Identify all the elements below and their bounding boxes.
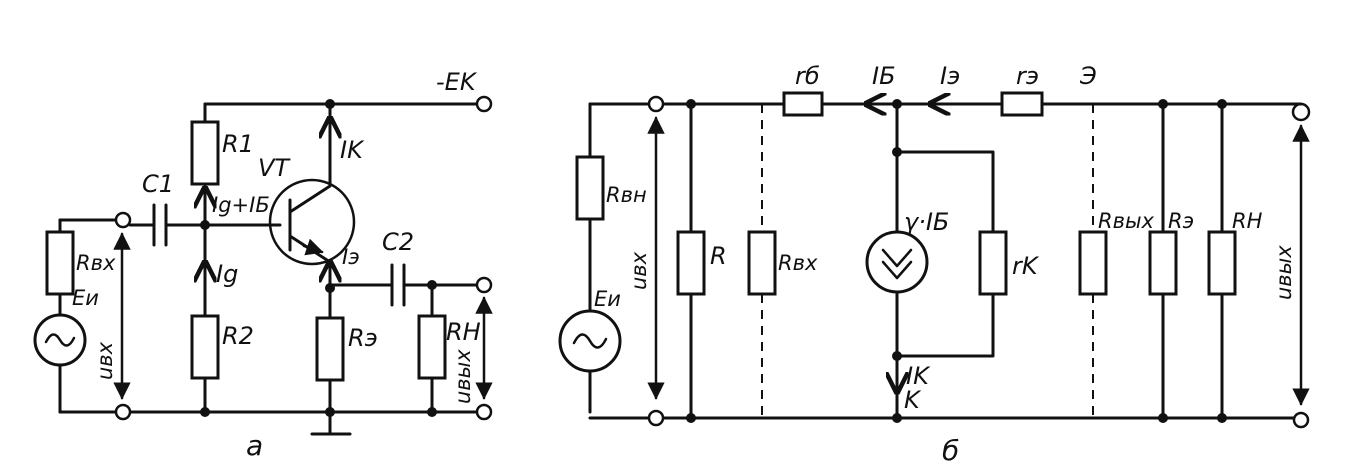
rload-label-a: RН xyxy=(446,318,481,346)
node-collector xyxy=(325,99,335,109)
source-label-b: Eи xyxy=(594,287,621,311)
rload-label-b: RН xyxy=(1232,209,1263,233)
divider-current-label: Ig xyxy=(216,260,238,288)
r-bias-label: R xyxy=(710,242,727,270)
re-label-b2: Rэ xyxy=(1168,209,1194,233)
transistor-label: VT xyxy=(258,154,291,182)
emitter-arrow-icon xyxy=(302,238,324,256)
output-terminal-bottom xyxy=(475,403,493,421)
uout-label-a: uвых xyxy=(451,349,475,404)
double-chevron-icon xyxy=(881,248,913,280)
emitter-node-label: Э xyxy=(1079,62,1097,90)
c2-label: C2 xyxy=(382,228,414,256)
uout-label-b: uвых xyxy=(1272,245,1296,300)
resistor-rin-b xyxy=(747,230,777,296)
resistor-rin-a xyxy=(45,230,75,296)
collector-node-label: K xyxy=(904,386,922,414)
emitter-current-label-b: Iэ xyxy=(940,62,960,90)
node-cs-bottom xyxy=(892,351,902,361)
rsource-label: Rвн xyxy=(606,183,647,207)
resistor-rout xyxy=(1078,230,1108,296)
node-load-bottom xyxy=(427,407,437,417)
transistor-collector-lead xyxy=(288,102,332,214)
resistor-rb xyxy=(782,91,824,117)
rin-label-a: Rвх xyxy=(76,251,116,275)
current-source xyxy=(865,230,929,294)
uin-label-b: uвх xyxy=(627,251,651,290)
resistor-re-b xyxy=(1000,91,1044,117)
rb-label: rб xyxy=(795,62,820,90)
resistor-rsource xyxy=(575,155,605,221)
resistor-r-bias xyxy=(676,230,706,296)
re-label-a: Rэ xyxy=(348,324,378,352)
circuit-a: -EK R1 Ig+IБ R2 Ig C1 Rвх Eи uвх xyxy=(33,68,493,462)
collector-current-label-a: IK xyxy=(340,136,365,164)
r1-label: R1 xyxy=(222,130,254,158)
output-terminal-top xyxy=(475,276,493,294)
caption-a: a xyxy=(246,429,263,462)
resistor-re-a xyxy=(315,316,345,382)
node-r-bottom xyxy=(686,413,696,423)
output-terminal-bottom-b xyxy=(1292,411,1310,429)
node-ground xyxy=(325,407,335,417)
node-load-bottom-b xyxy=(1217,413,1227,423)
resistor-r1 xyxy=(190,120,220,186)
re-label-b: rэ xyxy=(1016,62,1039,90)
base-current-label: IБ xyxy=(872,62,896,90)
rout-label: Rвых xyxy=(1098,209,1155,233)
input-terminal-top-b xyxy=(647,95,665,113)
rin-label-b: Rвх xyxy=(778,251,818,275)
resistor-re-b2 xyxy=(1148,230,1178,296)
transistor-vt xyxy=(268,178,356,266)
input-terminal-top xyxy=(114,211,132,229)
sine-icon-b xyxy=(572,333,608,349)
resistor-rk xyxy=(978,230,1008,296)
resistor-rload-a xyxy=(417,314,447,380)
divider-sum-current-label: Ig+IБ xyxy=(212,193,270,217)
output-terminal-top-b xyxy=(1291,102,1311,122)
circuit-b: rб IБ rэ Iэ Э Rвн Eи uвх R Rвх xyxy=(558,62,1311,467)
node-k xyxy=(892,413,902,423)
node-re-bottom xyxy=(1158,413,1168,423)
input-terminal-bottom-b xyxy=(647,409,665,427)
emitter-current-label-a: Iэ xyxy=(342,245,360,269)
capacitor-c2 xyxy=(390,263,406,307)
resistor-rload-b xyxy=(1207,230,1237,296)
input-terminal-bottom xyxy=(114,403,132,421)
sine-icon xyxy=(44,333,76,347)
supply-label: -EK xyxy=(436,68,478,96)
r2-label: R2 xyxy=(222,322,254,350)
current-source-label: γ·IБ xyxy=(904,208,949,236)
collector-current-label-b: IK xyxy=(906,362,931,390)
caption-b: б xyxy=(942,434,959,467)
supply-terminal xyxy=(475,95,493,113)
rk-label: rK xyxy=(1012,252,1040,280)
capacitor-c1 xyxy=(152,203,168,247)
node-r2-bottom xyxy=(200,407,210,417)
uin-label-a: uвх xyxy=(93,341,117,380)
c1-label: C1 xyxy=(142,170,174,198)
source-label-a: Eи xyxy=(72,286,99,310)
resistor-r2 xyxy=(190,314,220,380)
